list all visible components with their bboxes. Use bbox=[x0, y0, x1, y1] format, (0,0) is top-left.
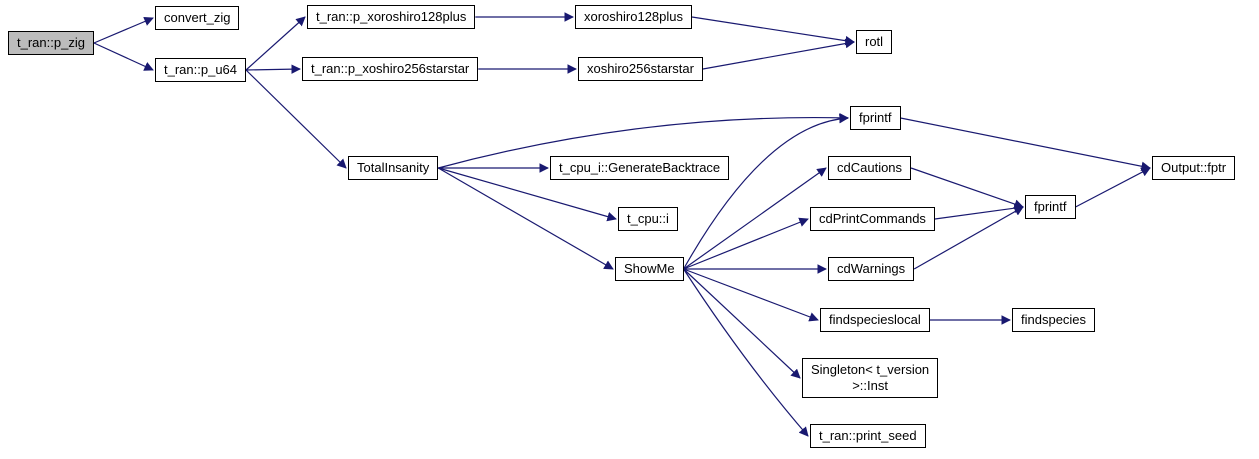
edge-p_zig-to-convert_zig bbox=[93, 16, 154, 44]
node-cdprintcommands[interactable]: cdPrintCommands bbox=[810, 207, 935, 231]
node-t-cpu-i-generatebacktrace[interactable]: t_cpu_i::GenerateBacktrace bbox=[550, 156, 730, 180]
edge-ShowMe-to-fprintf1 bbox=[683, 113, 849, 270]
node-t-ran-p-xoshiro256starstar[interactable]: t_ran::p_xoshiro256starstar bbox=[302, 57, 479, 81]
node-t-cpu-i[interactable]: t_cpu::i bbox=[618, 207, 678, 231]
edge-fprintf1-to-Output_fptr bbox=[900, 117, 1151, 172]
node-fprintf-top[interactable]: fprintf bbox=[850, 106, 901, 130]
edge-ShowMe-to-print_seed bbox=[683, 268, 809, 437]
node-rotl[interactable]: rotl bbox=[856, 30, 893, 54]
node-fprintf-mid[interactable]: fprintf bbox=[1025, 195, 1076, 219]
edge-ShowMe-to-cdCautions bbox=[683, 167, 827, 270]
node-xoshiro256starstar[interactable]: xoshiro256starstar bbox=[578, 57, 703, 81]
node-t-ran-p-u64[interactable]: t_ran::p_u64 bbox=[155, 58, 247, 82]
node-totalinsanity[interactable]: TotalInsanity bbox=[348, 156, 439, 180]
edge-xoshiro256starstar-to-rotl bbox=[702, 38, 855, 70]
edge-ShowMe-to-Singleton_Inst bbox=[683, 268, 801, 379]
edge-ShowMe-to-findspecieslocal bbox=[683, 268, 819, 322]
edge-TotalInsanity-to-ShowMe bbox=[437, 167, 614, 270]
edge-fprintf2-to-Output_fptr bbox=[1075, 167, 1151, 208]
node-showme[interactable]: ShowMe bbox=[615, 257, 684, 281]
node-t-ran-p-xoroshiro128plus[interactable]: t_ran::p_xoroshiro128plus bbox=[307, 5, 476, 29]
edge-cdCautions-to-fprintf2 bbox=[910, 167, 1024, 209]
edge-p_u64-to-p_xoroshiro128plus bbox=[245, 16, 306, 71]
node-findspecies[interactable]: findspecies bbox=[1012, 308, 1096, 332]
node-output-fptr[interactable]: Output::fptr bbox=[1152, 156, 1236, 180]
edge-xoroshiro128plus-to-rotl bbox=[691, 16, 855, 46]
edge-cdPrintCommands-to-fprintf2 bbox=[934, 203, 1024, 220]
edge-p_u64-to-p_xoshiro256starstar bbox=[246, 64, 301, 74]
node-findspecieslocal[interactable]: findspecieslocal bbox=[820, 308, 930, 332]
node-cdcautions[interactable]: cdCautions bbox=[828, 156, 912, 180]
edge-ShowMe-to-cdPrintCommands bbox=[683, 217, 809, 270]
edge-p_u64-to-TotalInsanity bbox=[245, 69, 347, 169]
node-t-ran-p-zig[interactable]: t_ran::p_zig bbox=[8, 31, 94, 55]
node-t-ran-print-seed[interactable]: t_ran::print_seed bbox=[810, 424, 926, 448]
node-xoroshiro128plus[interactable]: xoroshiro128plus bbox=[575, 5, 693, 29]
node-convert-zig[interactable]: convert_zig bbox=[155, 6, 240, 30]
node-singleton-t-version-inst[interactable]: Singleton< t_version >::Inst bbox=[802, 358, 939, 398]
node-cdwarnings[interactable]: cdWarnings bbox=[828, 257, 915, 281]
edge-p_zig-to-p_u64 bbox=[93, 42, 154, 71]
